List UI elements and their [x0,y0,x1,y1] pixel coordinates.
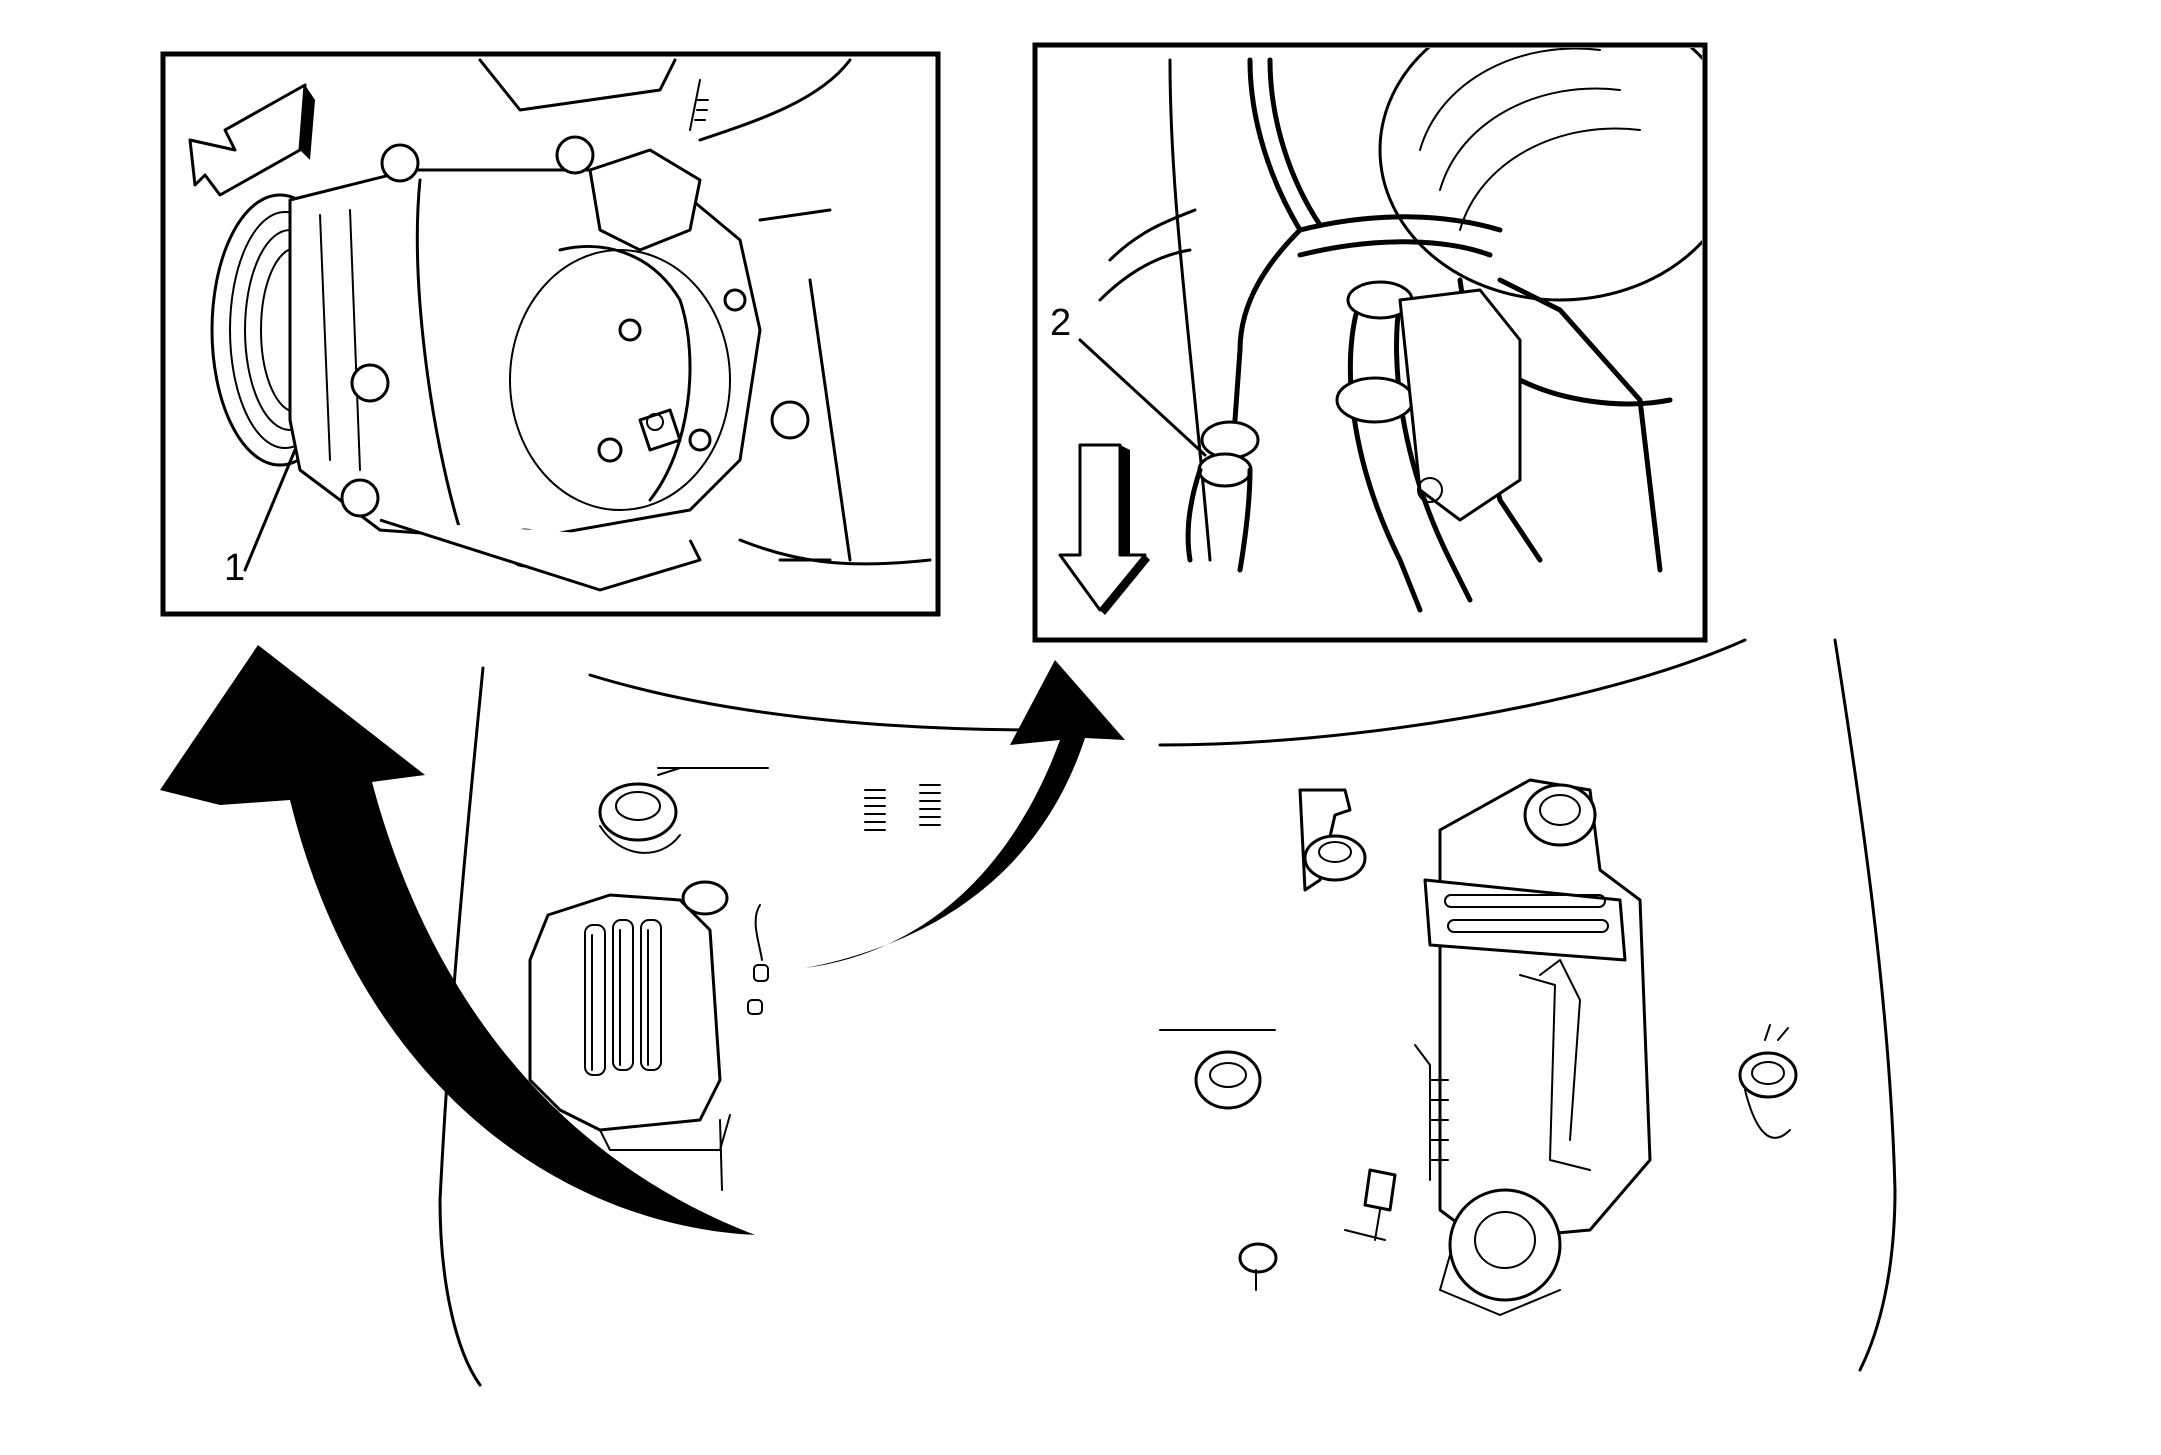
spring-clip-pair [864,784,941,831]
arrow-down-icon [1058,443,1150,615]
mount-bolt [770,400,810,440]
detail-panel-harness: 2 [1032,42,1708,643]
callout-2: 2 [1050,302,1071,344]
coolant-reservoir [528,880,731,1151]
hose-clamp [1185,420,1260,573]
mount-bolt [555,135,595,175]
cowl-line [588,673,1042,732]
arrow-icon [188,83,315,197]
fuse-battery-box [1414,778,1652,1316]
washer-fill-neck [1738,1024,1798,1139]
mount-bolt [340,478,380,518]
ac-compressor [288,148,762,542]
pulley-housing [1378,48,1702,302]
hood-stop [1238,1242,1278,1291]
curved-arrow-icon [805,660,1125,968]
callout-1: 1 [224,547,245,589]
brake-fluid-reservoir [1298,788,1367,892]
curved-arrow-left [160,645,755,1235]
callout-leader-1 [243,448,297,572]
cable-connector [1344,1168,1397,1241]
cowl-line-right [1158,638,1747,747]
curved-arrow-right [805,660,1125,968]
vehicle-body-outline [438,666,485,1387]
curved-arrow-icon [160,645,755,1235]
mount-bolt [350,363,390,403]
engine-bay-overview [438,638,1897,1387]
callout-leader-2 [1078,338,1207,457]
mount-bolt [380,143,420,183]
refrigerant-hose [1347,297,1423,613]
detail-panel-compressor: 1 [160,51,941,617]
vehicle-body-outline-right [1833,638,1897,1372]
oil-filler-cap [1159,1029,1276,1110]
